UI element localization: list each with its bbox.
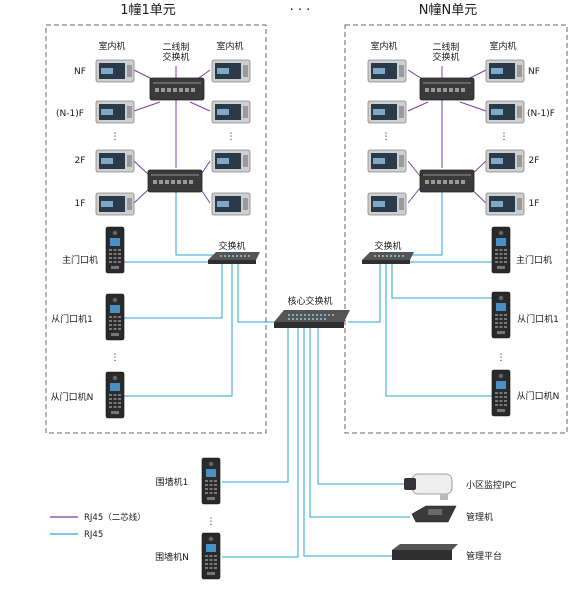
right-indoor-monitor-nf-b <box>485 59 525 83</box>
right-floor-nf: NF <box>528 67 540 77</box>
left-indoor-monitor-1f-a <box>95 192 135 216</box>
left-cyan-links <box>124 190 280 397</box>
right-building-title: N幢N单元 <box>419 2 477 18</box>
right-indoor-monitor-2f-a <box>367 149 407 173</box>
left-switch-label: 交换机 <box>218 240 245 252</box>
core-switch-label: 核心交换机 <box>287 295 332 307</box>
right-indoor-label-a: 室内机 <box>370 40 397 52</box>
management-unit <box>411 505 457 523</box>
right-sub-door-station-1 <box>491 291 511 339</box>
left-two-wire-switch-bottom <box>147 169 203 193</box>
left-sub-door-n-label: 从门口机N <box>51 391 94 403</box>
right-switch-label: 交换机 <box>374 240 401 252</box>
management-platform <box>392 544 458 560</box>
management-platform-label: 管理平台 <box>466 550 502 562</box>
core-switch <box>274 310 350 328</box>
management-unit-label: 管理机 <box>466 511 493 523</box>
right-indoor-monitor-n1f-b <box>485 100 525 124</box>
left-main-door-station <box>105 226 125 274</box>
left-building-title: 1幢1单元 <box>120 2 176 18</box>
right-sub-door-1-label: 从门口机1 <box>517 313 559 325</box>
left-indoor-label-a: 室内机 <box>98 40 125 52</box>
left-indoor-label-b: 室内机 <box>216 40 243 52</box>
right-indoor-monitor-nf-a <box>367 59 407 83</box>
right-floor-n1f: (N-1)F <box>527 109 555 119</box>
fence-station-1 <box>201 457 221 505</box>
left-two-wire-label: 二线制交换机 <box>162 41 189 63</box>
legend-label-rj45: RJ45 <box>84 530 103 540</box>
left-floor-n1f: (N-1)F <box>56 109 84 119</box>
left-sub-door-station-n <box>105 371 125 419</box>
right-switch <box>362 252 414 264</box>
legend-label-rj45-two-wire: RJ45（二芯线） <box>84 512 146 523</box>
right-two-wire-switch-top <box>419 77 475 101</box>
left-indoor-monitor-nf-b <box>211 59 251 83</box>
right-building-box <box>344 24 568 434</box>
right-indoor-monitor-n1f-a <box>367 100 407 124</box>
left-door-dots: ⋮ <box>111 353 120 363</box>
left-indoor-monitor-nf-a <box>95 59 135 83</box>
left-indoor-monitor-n1f-a <box>95 100 135 124</box>
left-indoor-monitor-2f-a <box>95 149 135 173</box>
left-indoor-monitor-2f-b <box>211 149 251 173</box>
core-cyan-links <box>222 328 410 558</box>
right-main-door-label: 主门口机 <box>516 254 552 266</box>
left-sub-door-station-1 <box>105 293 125 341</box>
right-two-wire-switch-bottom <box>419 169 475 193</box>
ipc-camera <box>404 473 453 500</box>
legend: RJ45（二芯线） RJ45 <box>50 512 146 540</box>
left-floor-2f: 2F <box>75 156 86 166</box>
building-ellipsis: · · · <box>290 3 311 18</box>
right-floor-1f: 1F <box>529 199 540 209</box>
left-sub-door-1-label: 从门口机1 <box>51 313 93 325</box>
left-dots-a: ⋮ <box>111 132 120 142</box>
left-main-door-label: 主门口机 <box>62 254 98 266</box>
fence-station-n <box>201 532 221 580</box>
left-switch <box>208 252 260 264</box>
left-dots-b: ⋮ <box>227 132 236 142</box>
right-floor-2f: 2F <box>529 156 540 166</box>
right-indoor-label-b: 室内机 <box>489 40 516 52</box>
right-two-wire-label: 二线制交换机 <box>432 41 459 63</box>
left-building-box <box>45 24 267 434</box>
left-floor-1f: 1F <box>75 199 86 209</box>
right-dots-b: ⋮ <box>500 132 509 142</box>
right-indoor-monitor-1f-a <box>367 192 407 216</box>
fence-1-label: 围墙机1 <box>156 476 189 488</box>
right-dots-a: ⋮ <box>382 132 391 142</box>
right-sub-door-n-label: 从门口机N <box>517 390 560 402</box>
right-main-door-station <box>491 226 511 274</box>
left-two-wire-switch-top <box>149 77 205 101</box>
fence-n-label: 围墙机N <box>155 551 189 563</box>
right-sub-door-station-n <box>491 369 511 417</box>
right-indoor-monitor-1f-b <box>485 192 525 216</box>
left-indoor-monitor-n1f-b <box>211 100 251 124</box>
right-indoor-monitor-2f-b <box>485 149 525 173</box>
right-door-dots: ⋮ <box>497 353 506 363</box>
right-cyan-links <box>348 190 492 397</box>
ipc-label: 小区监控IPC <box>466 479 516 491</box>
fence-dots: ⋮ <box>207 517 216 527</box>
left-floor-nf: NF <box>74 67 86 77</box>
left-indoor-monitor-1f-b <box>211 192 251 216</box>
